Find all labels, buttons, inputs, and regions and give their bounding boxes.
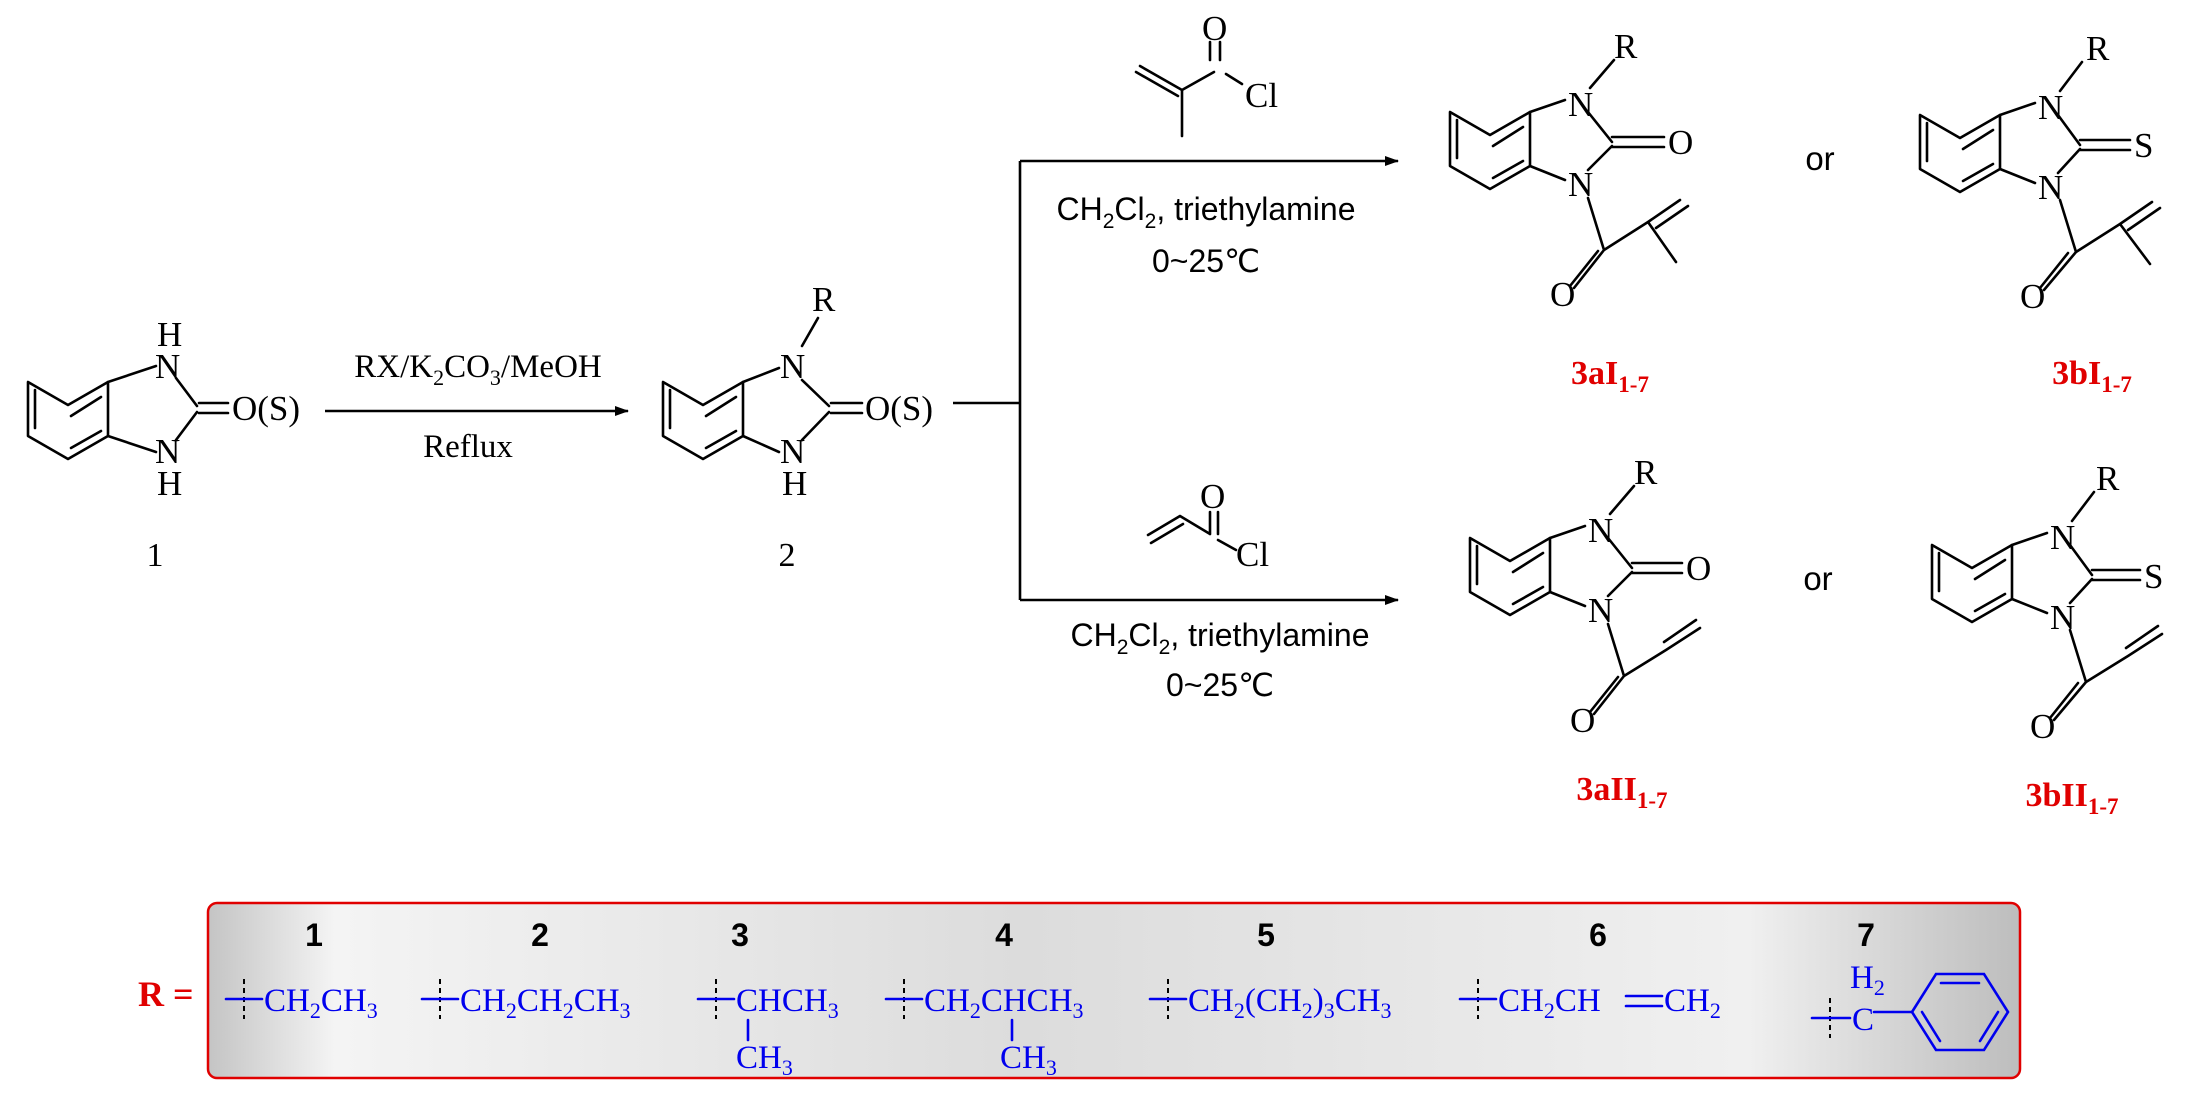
r-substituent-1: CH2CH3: [224, 979, 378, 1023]
branch-bottom-temperature: 0~25℃: [1166, 667, 1274, 703]
compound-label-3aI: 3aI1-7: [1571, 355, 1649, 397]
product-3aII-structure: N R N O O: [1468, 453, 1711, 740]
atom-o: O: [1200, 477, 1225, 516]
atom-s: S: [2134, 126, 2153, 165]
atom-r: R: [2086, 29, 2110, 68]
svg-text:CH3: CH3: [1000, 1040, 1057, 1080]
atom-r: R: [1634, 453, 1658, 492]
r-substituent-3: CHCH3 CH3: [696, 979, 839, 1080]
methacryloyl-chloride-structure: O Cl: [1134, 9, 1278, 138]
atom-n: N: [1568, 165, 1593, 204]
r-substituent-6: CH2CH CH2: [1458, 979, 1721, 1023]
atom-n: N: [1568, 85, 1593, 124]
r-legend-label: R =: [138, 974, 194, 1014]
atom-cl: Cl: [1236, 535, 1269, 574]
compound-label-2: 2: [779, 537, 796, 574]
acryloyl-chloride-structure: O Cl: [1146, 477, 1269, 574]
or-label-top: or: [1805, 140, 1834, 177]
atom-n: N: [2038, 88, 2063, 127]
r-legend-number: 1: [305, 917, 323, 953]
atom-o-s: O(S): [865, 389, 933, 428]
atom-o-s: O(S): [232, 389, 300, 428]
branch-top-solvent: CH2Cl2, triethylamine: [1057, 191, 1356, 233]
atom-s: S: [2144, 557, 2163, 596]
compound-label-3bII: 3bII1-7: [2025, 777, 2118, 819]
atom-n: N: [155, 347, 180, 386]
atom-o: O: [2020, 277, 2045, 316]
atom-n: N: [1588, 511, 1613, 550]
svg-text:C: C: [1852, 1002, 1874, 1038]
product-3bI-structure: N R N S O: [1918, 29, 2162, 316]
atom-n: N: [2038, 168, 2063, 207]
r-legend-number: 3: [731, 917, 749, 953]
atom-cl: Cl: [1245, 76, 1278, 115]
branch-top-temperature: 0~25℃: [1152, 243, 1260, 279]
atom-r: R: [2096, 459, 2120, 498]
r-legend-number: 4: [995, 917, 1013, 953]
atom-o: O: [1550, 275, 1575, 314]
compound-2-structure: N R N H O(S): [661, 280, 933, 503]
atom-r: R: [812, 280, 836, 319]
svg-text:CHCH3: CHCH3: [736, 983, 839, 1023]
atom-n: N: [2050, 518, 2075, 557]
atom-n: N: [780, 432, 805, 471]
r-legend-number: 5: [1257, 917, 1275, 953]
svg-text:CH2CH: CH2CH: [1498, 983, 1601, 1023]
svg-text:CH2CH2CH3: CH2CH2CH3: [460, 983, 631, 1023]
svg-text:H2: H2: [1850, 960, 1885, 1000]
r-legend-box: [206, 901, 2022, 1080]
atom-o: O: [1686, 549, 1711, 588]
r-substituent-5: CH2(CH2)3CH3: [1148, 979, 1392, 1023]
atom-o: O: [1202, 9, 1227, 48]
r-substituent-4: CH2CHCH3 CH3: [884, 979, 1084, 1080]
step1-reagent: RX/K2CO3/MeOH: [354, 349, 602, 390]
svg-text:CH2CH3: CH2CH3: [264, 983, 378, 1023]
compound-label-3aII: 3aII1-7: [1576, 771, 1667, 813]
r-legend-number: 7: [1857, 917, 1875, 953]
atom-h: H: [782, 464, 807, 503]
svg-text:CH2CHCH3: CH2CHCH3: [924, 983, 1084, 1023]
compound-label-3bI: 3bI1-7: [2052, 355, 2132, 397]
or-label-bottom: or: [1803, 560, 1832, 597]
atom-o: O: [1570, 701, 1595, 740]
atom-n: N: [1588, 591, 1613, 630]
svg-text:CH2: CH2: [1664, 983, 1721, 1023]
branch-bottom-solvent: CH2Cl2, triethylamine: [1071, 617, 1370, 659]
step1-condition: Reflux: [423, 429, 513, 465]
svg-text:CH3: CH3: [736, 1040, 793, 1080]
atom-r: R: [1614, 27, 1638, 66]
atom-n: N: [2050, 598, 2075, 637]
atom-o: O: [2030, 707, 2055, 746]
product-3aI-structure: N R N O O: [1448, 27, 1693, 314]
atom-h: H: [157, 464, 182, 503]
r-substituent-2: CH2CH2CH3: [420, 979, 631, 1023]
r-substituent-7: C H2: [1810, 960, 2010, 1052]
r-legend-number: 6: [1589, 917, 1607, 953]
atom-h: H: [157, 315, 182, 354]
atom-n: N: [155, 432, 180, 471]
phenyl-ring: [1910, 972, 2010, 1052]
svg-text:CH2(CH2)3CH3: CH2(CH2)3CH3: [1188, 983, 1392, 1023]
product-3bII-structure: N R N S O: [1930, 459, 2163, 746]
atom-n: N: [780, 347, 805, 386]
atom-o: O: [1668, 123, 1693, 162]
compound-label-1: 1: [147, 537, 164, 574]
phenyl-ring-inner-bonds: [1920, 981, 2000, 1043]
compound-1-structure: N H N H O(S): [26, 315, 300, 503]
r-legend-number: 2: [531, 917, 549, 953]
